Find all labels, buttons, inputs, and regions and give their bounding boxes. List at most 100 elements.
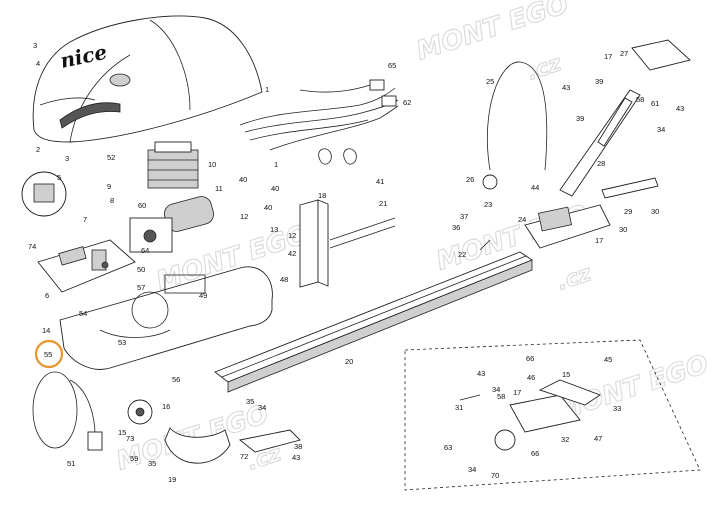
highlight-ring (34, 339, 64, 369)
label-13: 13 (270, 225, 278, 234)
label-15: 15 (118, 428, 126, 437)
label-1: 1 (274, 160, 278, 169)
trolley (479, 204, 611, 251)
label-8: 8 (110, 196, 114, 205)
label-42: 42 (288, 249, 296, 258)
label-40: 40 (271, 184, 279, 193)
label-35: 35 (246, 397, 254, 406)
label-36: 36 (452, 223, 460, 232)
springs (318, 148, 357, 165)
label-43: 43 (477, 369, 485, 378)
label-66: 66 (526, 354, 534, 363)
label-64: 64 (141, 246, 149, 255)
label-59: 59 (130, 454, 138, 463)
label-62: 62 (403, 98, 411, 107)
label-17: 17 (513, 388, 521, 397)
control-board (37, 239, 136, 293)
label-43: 43 (562, 83, 570, 92)
label-34: 34 (468, 465, 476, 474)
label-54: 54 (79, 309, 87, 318)
label-24: 24 (518, 215, 526, 224)
label-30: 30 (619, 225, 627, 234)
label-45: 45 (604, 355, 612, 364)
label-3: 3 (65, 154, 69, 163)
release-cord (482, 61, 548, 190)
detail-inset (404, 339, 701, 491)
label-63: 63 (444, 443, 452, 452)
label-43: 43 (292, 453, 300, 462)
label-11: 11 (215, 184, 223, 193)
label-34: 34 (492, 385, 500, 394)
label-2: 2 (36, 145, 40, 154)
watermark-suffix: .cz (524, 51, 564, 85)
label-34: 34 (258, 403, 266, 412)
label-52: 52 (107, 153, 115, 162)
label-39: 39 (595, 77, 603, 86)
label-15: 15 (562, 370, 570, 379)
label-12: 12 (288, 231, 296, 240)
label-6: 6 (45, 291, 49, 300)
rail-connector (601, 177, 659, 199)
label-18: 18 (318, 191, 326, 200)
label-43: 43 (676, 104, 684, 113)
label-74: 74 (28, 242, 36, 251)
label-14: 14 (42, 326, 50, 335)
label-7: 7 (83, 215, 87, 224)
radio-receiver-inset (21, 171, 67, 217)
label-5: 5 (57, 173, 61, 182)
label-51: 51 (67, 459, 75, 468)
brackets-and-chain (299, 199, 396, 288)
label-53: 53 (118, 338, 126, 347)
guide-rail (214, 251, 533, 393)
label-66: 66 (531, 449, 539, 458)
label-38: 38 (294, 442, 302, 451)
label-58: 58 (636, 95, 644, 104)
label-3: 3 (33, 41, 37, 50)
label-58: 58 (497, 392, 505, 401)
label-27: 27 (620, 49, 628, 58)
label-56: 56 (172, 375, 180, 384)
label-61: 61 (651, 99, 659, 108)
label-21: 21 (379, 199, 387, 208)
label-46: 46 (527, 373, 535, 382)
label-40: 40 (239, 175, 247, 184)
transformer (147, 141, 199, 189)
wiring-harness (239, 79, 399, 151)
label-70: 70 (491, 471, 499, 480)
label-16: 16 (162, 402, 170, 411)
label-4: 4 (36, 59, 40, 68)
label-60: 60 (138, 201, 146, 210)
label-9: 9 (107, 182, 111, 191)
label-17: 17 (595, 236, 603, 245)
sprocket-and-cover (127, 399, 301, 464)
label-32: 32 (561, 435, 569, 444)
label-72: 72 (240, 452, 248, 461)
label-55: 55 (44, 350, 52, 359)
door-arm (559, 39, 691, 197)
label-34: 34 (657, 125, 665, 134)
label-50: 50 (137, 265, 145, 274)
label-33: 33 (613, 404, 621, 413)
label-65: 65 (388, 61, 396, 70)
part-labels: 1 1 2 3 3 4 5 6 7 8 9 10 11 12 12 13 14 … (28, 41, 684, 484)
label-31: 31 (455, 403, 463, 412)
label-10: 10 (208, 160, 216, 169)
base-plate (59, 266, 273, 370)
label-47: 47 (594, 434, 602, 443)
label-23: 23 (484, 200, 492, 209)
label-12: 12 (240, 212, 248, 221)
power-cable (32, 371, 103, 451)
label-28: 28 (597, 159, 605, 168)
label-1: 1 (265, 85, 269, 94)
label-40: 40 (264, 203, 272, 212)
label-37: 37 (460, 212, 468, 221)
label-39: 39 (576, 114, 584, 123)
label-35: 35 (148, 459, 156, 468)
watermark-suffix: .cz (554, 261, 594, 295)
label-57: 57 (137, 283, 145, 292)
label-44: 44 (531, 183, 539, 192)
label-22: 22 (458, 250, 466, 259)
gear-motor (129, 196, 214, 253)
label-29: 29 (624, 207, 632, 216)
